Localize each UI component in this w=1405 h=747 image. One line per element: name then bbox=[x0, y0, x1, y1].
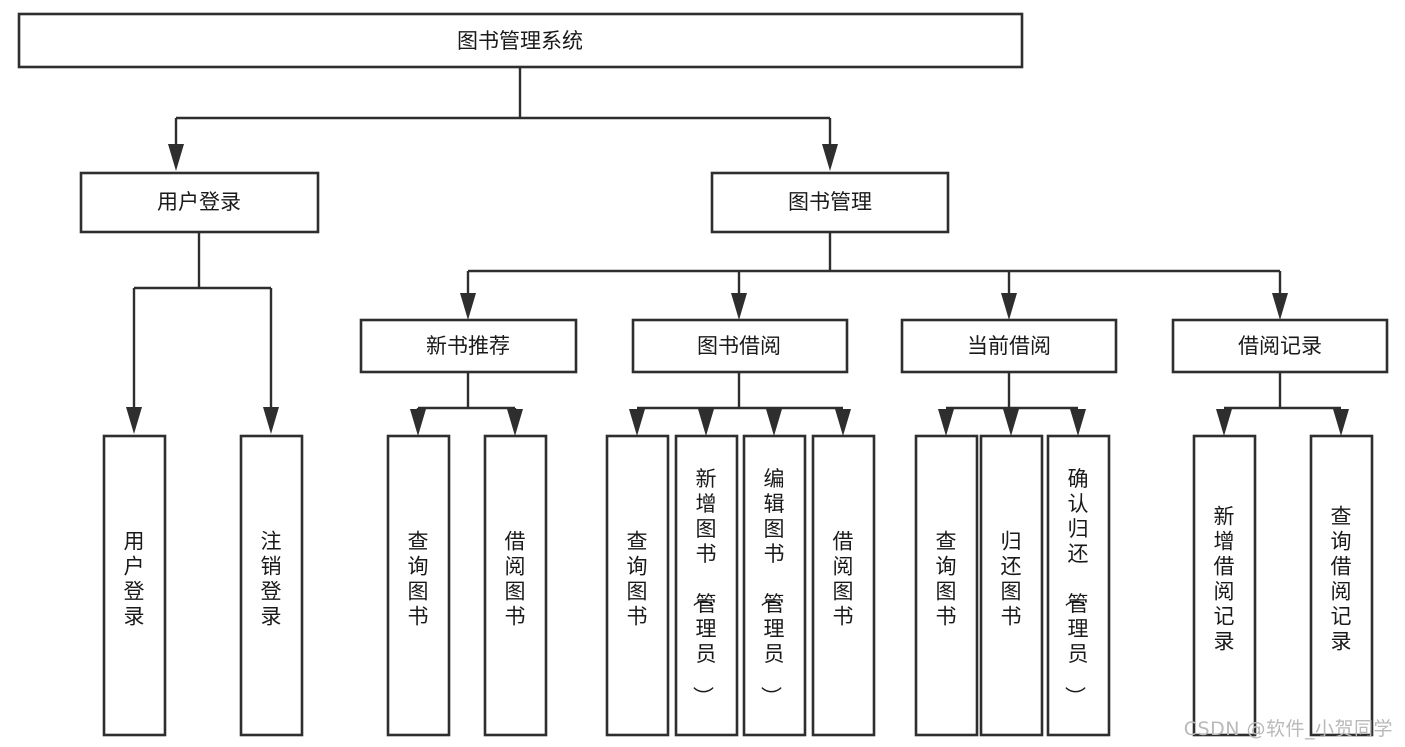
node-current-borrow-box[interactable] bbox=[900, 318, 1118, 374]
leaf-new-book-recommend-2-box[interactable] bbox=[483, 434, 548, 737]
arrow-head-bb-leaf-2 bbox=[698, 409, 714, 436]
leaf-book-borrow-1[interactable]: 查询图书 bbox=[605, 434, 670, 737]
leaf-current-borrow-3-label: 确认归还（管理员） bbox=[1063, 467, 1089, 707]
connector-group-user-login bbox=[126, 232, 279, 434]
leaf-borrow-record-1[interactable]: 新增借阅记录 bbox=[1192, 434, 1257, 737]
node-book-manage-box[interactable] bbox=[710, 171, 950, 234]
arrow-head-user-login bbox=[168, 144, 184, 171]
arrow-head-user-login-leaf-1 bbox=[126, 407, 142, 434]
arrow-head-br-leaf-2 bbox=[1333, 409, 1349, 436]
leaf-borrow-record-2-label: 查询借阅记录 bbox=[1331, 505, 1352, 654]
csdn-watermark: CSDN @软件_小贺同学 bbox=[1183, 718, 1393, 740]
node-borrow-record-box[interactable] bbox=[1171, 318, 1389, 374]
node-book-borrow[interactable]: 图书借阅 bbox=[631, 318, 849, 374]
leaf-current-borrow-1-label: 查询图书 bbox=[936, 530, 957, 629]
connector-group-new-book-recommend bbox=[410, 372, 523, 436]
leaf-new-book-recommend-2-label: 借阅图书 bbox=[505, 530, 526, 629]
leaf-current-borrow-2-label: 归还图书 bbox=[1001, 530, 1022, 629]
arrow-head-current-borrow bbox=[1001, 293, 1017, 320]
arrow-head-book-borrow bbox=[731, 293, 747, 320]
arrow-head-borrow-record bbox=[1272, 293, 1288, 320]
leaf-user-login-1[interactable]: 用户登录 bbox=[102, 434, 167, 737]
leaf-current-borrow-2[interactable]: 归还图书 bbox=[979, 434, 1044, 737]
leaf-new-book-recommend-1[interactable]: 查询图书 bbox=[386, 434, 451, 737]
leaf-new-book-recommend-1-label: 查询图书 bbox=[408, 530, 429, 629]
node-borrow-record[interactable]: 借阅记录 bbox=[1171, 318, 1389, 374]
leaf-new-book-recommend-1-box[interactable] bbox=[386, 434, 451, 737]
node-borrow-record-label: 借阅记录 bbox=[1238, 334, 1322, 358]
leaf-user-login-1-label: 用户登录 bbox=[124, 530, 145, 629]
node-root[interactable]: 图书管理系统 bbox=[17, 12, 1024, 69]
node-root-label: 图书管理系统 bbox=[457, 29, 583, 53]
leaf-book-borrow-3-label: 编辑图书（管理员） bbox=[759, 467, 785, 707]
node-root-box[interactable] bbox=[17, 12, 1024, 69]
connector-group-root bbox=[168, 67, 838, 171]
leaf-current-borrow-2-box[interactable] bbox=[979, 434, 1044, 737]
node-current-borrow[interactable]: 当前借阅 bbox=[900, 318, 1118, 374]
leaf-current-borrow-1[interactable]: 查询图书 bbox=[914, 434, 979, 737]
leaf-current-borrow-3[interactable]: 确认归还（管理员） bbox=[1046, 434, 1111, 737]
node-new-book-recommend[interactable]: 新书推荐 bbox=[359, 318, 578, 374]
leaf-user-login-1-box[interactable] bbox=[102, 434, 167, 737]
node-book-manage[interactable]: 图书管理 bbox=[710, 171, 950, 234]
leaf-borrow-record-1-label: 新增借阅记录 bbox=[1214, 505, 1235, 654]
arrow-head-book-manage bbox=[822, 144, 838, 171]
node-user-login-box[interactable] bbox=[79, 171, 320, 234]
leaf-borrow-record-2-box[interactable] bbox=[1309, 434, 1374, 737]
arrow-head-user-login-leaf-2 bbox=[263, 407, 279, 434]
leaf-book-borrow-2[interactable]: 新增图书（管理员） bbox=[674, 434, 739, 737]
leaf-book-borrow-4-label: 借阅图书 bbox=[833, 530, 854, 629]
leaf-book-borrow-3[interactable]: 编辑图书（管理员） bbox=[742, 434, 807, 737]
node-book-borrow-label: 图书借阅 bbox=[697, 334, 781, 358]
arrow-head-nbr-leaf-1 bbox=[410, 409, 426, 436]
leaf-book-borrow-4-box[interactable] bbox=[811, 434, 876, 737]
node-new-book-recommend-box[interactable] bbox=[359, 318, 578, 374]
leaf-book-borrow-1-label: 查询图书 bbox=[627, 530, 648, 629]
leaf-user-login-2-label: 注销登录 bbox=[261, 530, 282, 629]
leaf-book-borrow-3-box[interactable] bbox=[742, 434, 807, 737]
leaf-new-book-recommend-2[interactable]: 借阅图书 bbox=[483, 434, 548, 737]
connector-group-book-manage bbox=[460, 232, 1288, 320]
leaf-current-borrow-3-box[interactable] bbox=[1046, 434, 1111, 737]
connector-group-current-borrow bbox=[938, 372, 1086, 436]
arrow-head-bb-leaf-1 bbox=[629, 409, 645, 436]
arrow-head-nbr-leaf-2 bbox=[507, 409, 523, 436]
connector-group-book-borrow bbox=[629, 372, 851, 436]
arrow-head-new-book-recommend bbox=[460, 293, 476, 320]
arrow-head-cb-leaf-3 bbox=[1070, 409, 1086, 436]
leaf-user-login-2-box[interactable] bbox=[239, 434, 304, 737]
connector-group-borrow-record bbox=[1216, 372, 1349, 436]
leaf-borrow-record-1-box[interactable] bbox=[1192, 434, 1257, 737]
arrow-head-bb-leaf-4 bbox=[835, 409, 851, 436]
arrow-head-bb-leaf-3 bbox=[766, 409, 782, 436]
node-new-book-recommend-label: 新书推荐 bbox=[426, 334, 510, 358]
node-user-login-label: 用户登录 bbox=[157, 190, 241, 214]
node-current-borrow-label: 当前借阅 bbox=[967, 334, 1051, 358]
leaf-book-borrow-2-box[interactable] bbox=[674, 434, 739, 737]
leaf-borrow-record-2[interactable]: 查询借阅记录 bbox=[1309, 434, 1374, 737]
leaf-user-login-2[interactable]: 注销登录 bbox=[239, 434, 304, 737]
leaf-book-borrow-1-box[interactable] bbox=[605, 434, 670, 737]
leaf-book-borrow-2-label: 新增图书（管理员） bbox=[691, 467, 717, 707]
leaf-current-borrow-1-box[interactable] bbox=[914, 434, 979, 737]
arrow-head-cb-leaf-1 bbox=[938, 409, 954, 436]
node-user-login[interactable]: 用户登录 bbox=[79, 171, 320, 234]
node-book-borrow-box[interactable] bbox=[631, 318, 849, 374]
arrow-head-cb-leaf-2 bbox=[1003, 409, 1019, 436]
leaf-book-borrow-4[interactable]: 借阅图书 bbox=[811, 434, 876, 737]
node-book-manage-label: 图书管理 bbox=[788, 190, 872, 214]
arrow-head-br-leaf-1 bbox=[1216, 409, 1232, 436]
